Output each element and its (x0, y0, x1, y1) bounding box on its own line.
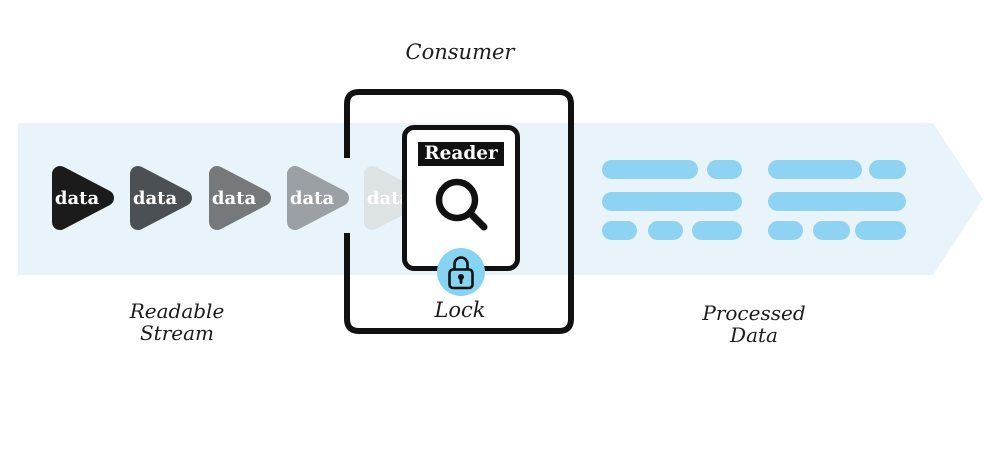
data-chunk-arrow-shape (130, 166, 192, 230)
processed-data-pill (648, 221, 683, 240)
data-chunk-arrow-shape (209, 166, 271, 230)
data-chunk-label: data (55, 188, 100, 209)
data-chunk-arrow-shape (52, 166, 114, 230)
reader-card: Reader (402, 125, 520, 296)
lock-label: Lock (434, 298, 486, 322)
processed-data-pill (692, 221, 742, 240)
processed-data-label-line2: Data (730, 322, 778, 347)
data-chunk-arrow-shape (287, 166, 349, 230)
consumer-title: Consumer (405, 40, 515, 64)
processed-data-label: Processed Data (654, 301, 854, 347)
lock-badge (437, 248, 485, 296)
processed-data-pill (707, 160, 742, 179)
readable-stream-label-line2: Stream (139, 320, 215, 345)
data-chunk-arrow: data (287, 166, 349, 230)
processed-data-pill (869, 160, 906, 179)
lock-icon (448, 256, 474, 290)
processed-data-pill (602, 192, 742, 211)
data-chunk-label: data (133, 188, 178, 209)
processed-data-pill (768, 160, 862, 179)
data-chunk-arrow: data (130, 166, 192, 230)
processed-data-pill (813, 221, 850, 240)
consumer-box (344, 89, 574, 334)
processed-data-pill (855, 221, 906, 240)
data-chunk-label: data (212, 188, 257, 209)
consumer-box-border (344, 89, 574, 334)
processed-data-pill (768, 221, 803, 240)
data-chunk-label: data (290, 188, 335, 209)
processed-data-pill (768, 192, 906, 211)
readable-stream-label-line1: Readable (129, 299, 225, 323)
data-chunk-arrow: data (209, 166, 271, 230)
processed-data-label-line1: Processed (702, 301, 806, 325)
reader-tag: Reader (418, 142, 504, 166)
data-chunk-arrow: data (52, 166, 114, 230)
readable-stream-label: Readable Stream (77, 299, 277, 345)
processed-data-pill (602, 160, 698, 179)
processed-data-pill (602, 221, 637, 240)
data-chunk-label: data (367, 188, 412, 209)
data-chunk-arrow-shape (364, 166, 426, 230)
magnifier-icon (435, 178, 488, 231)
data-chunk-arrow: data (364, 166, 426, 230)
